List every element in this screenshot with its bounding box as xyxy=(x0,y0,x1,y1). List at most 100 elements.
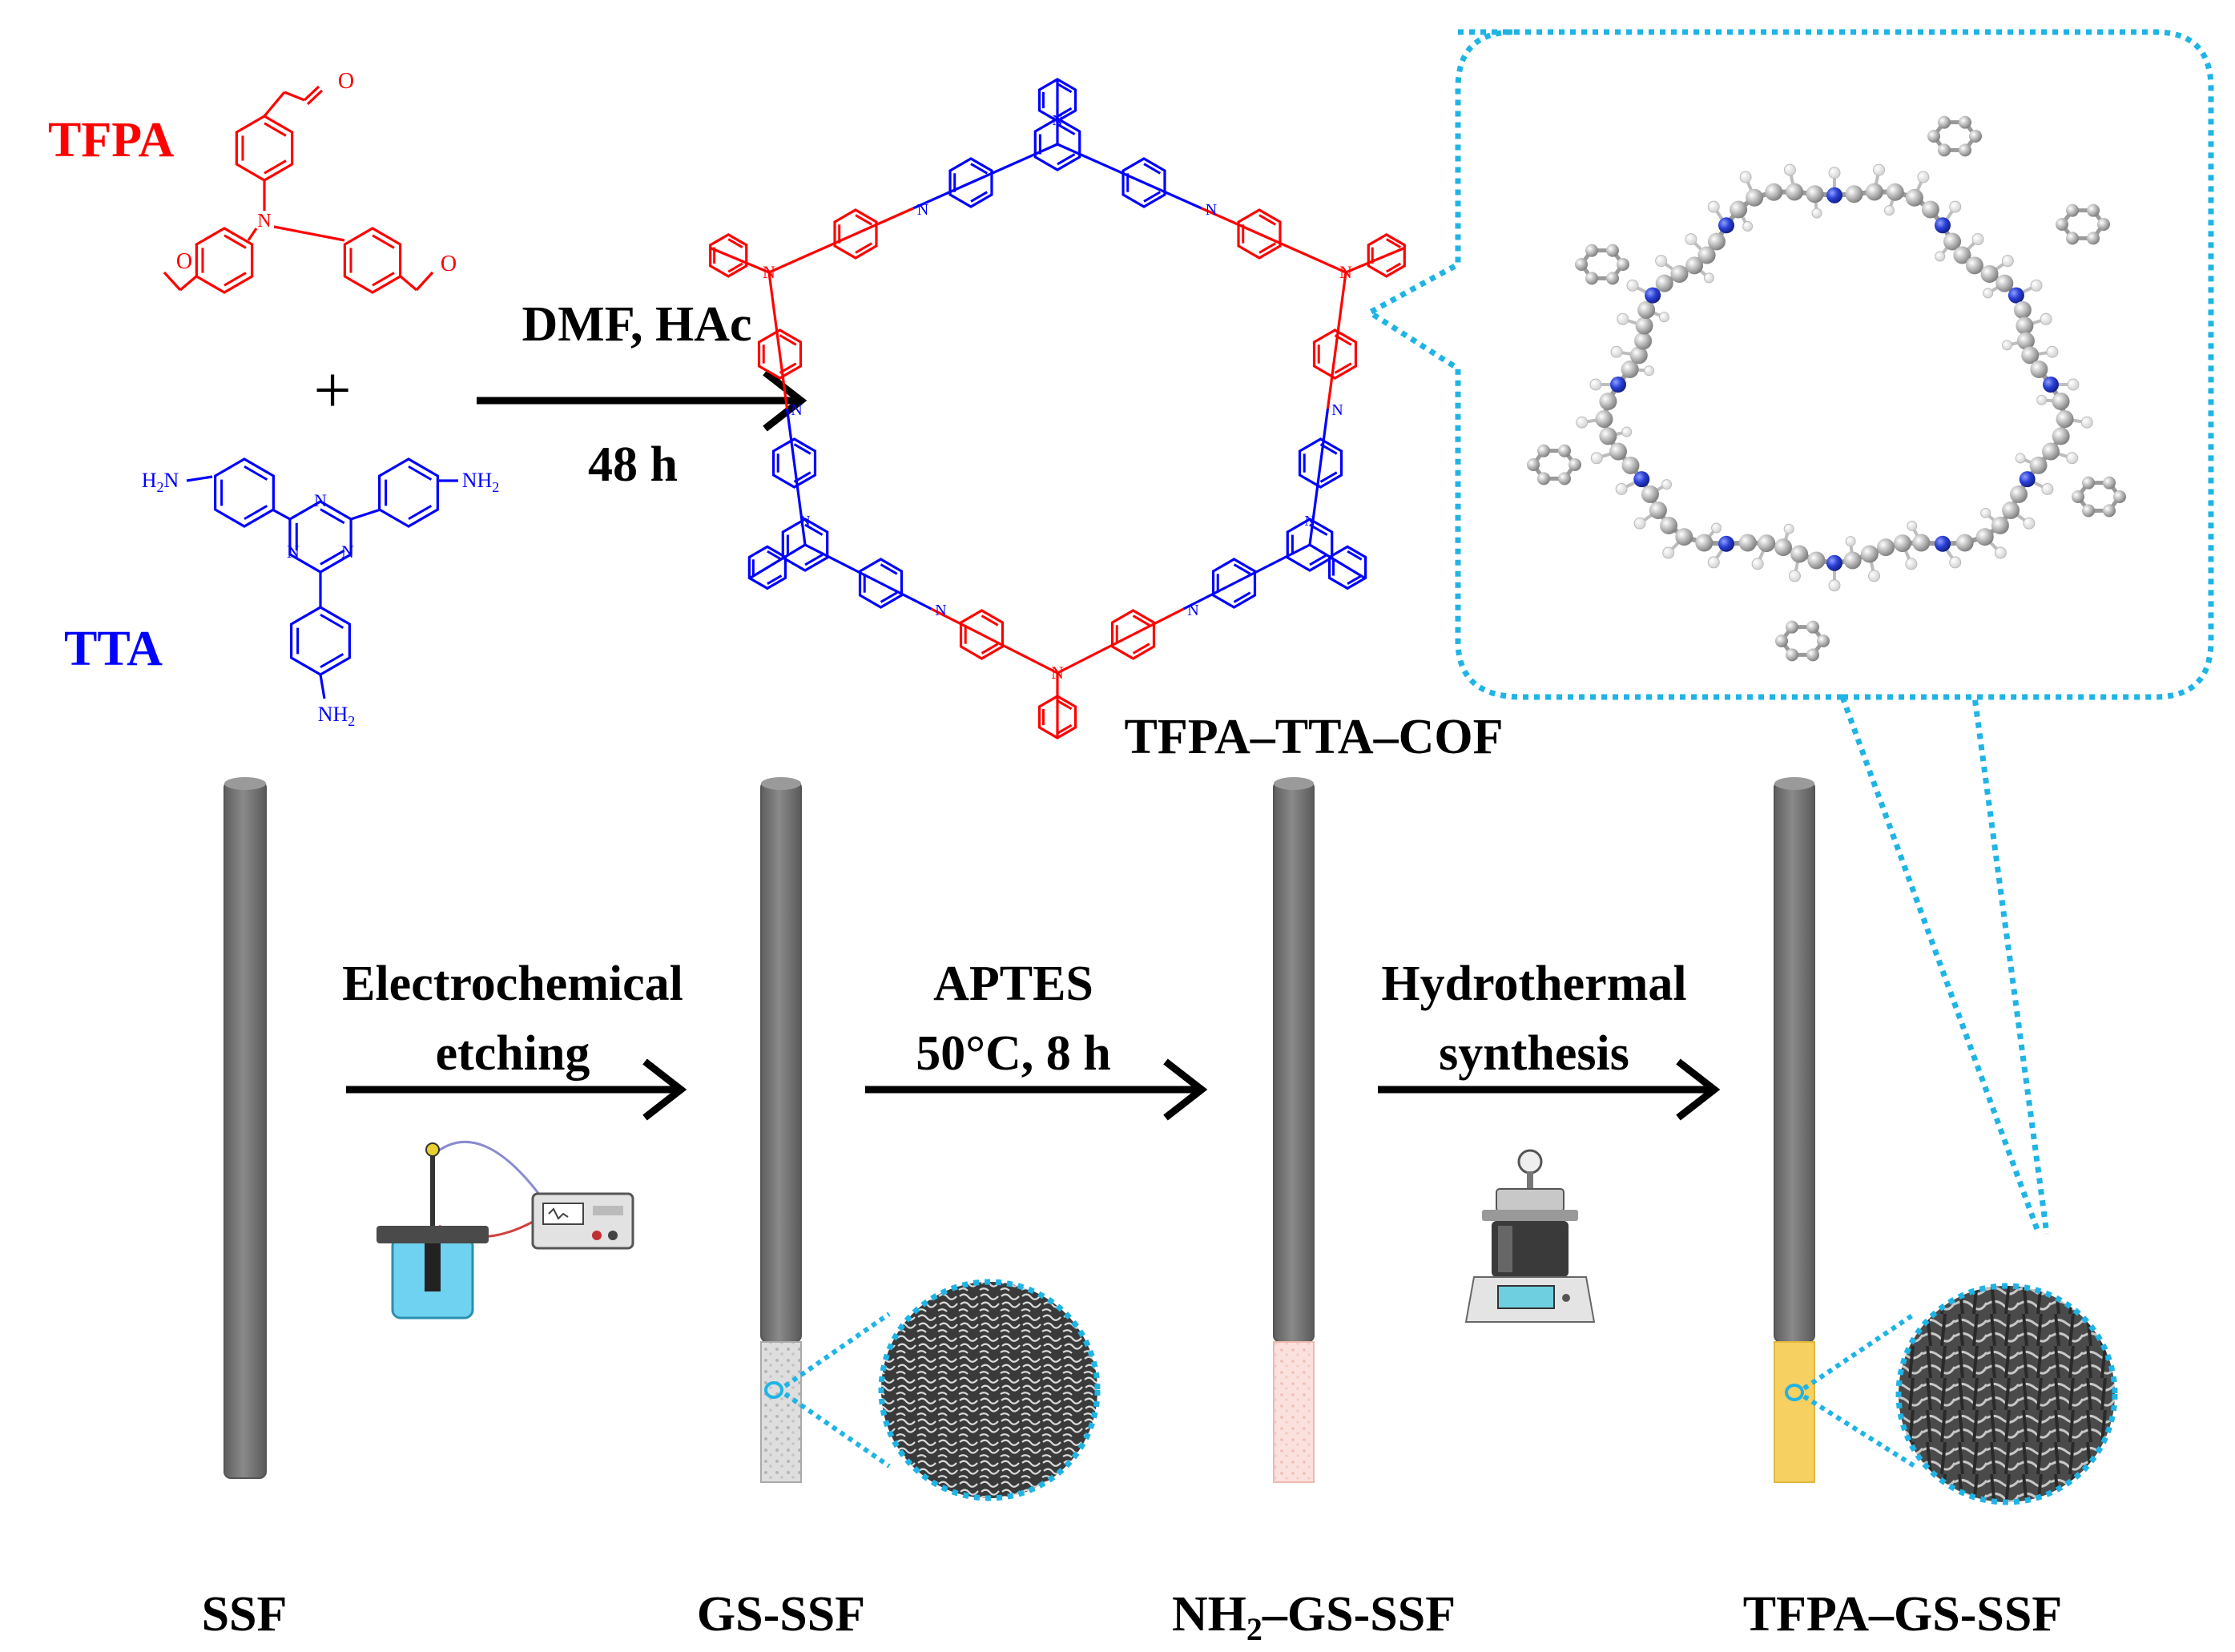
model-carbon-atom xyxy=(2002,501,2020,519)
bond xyxy=(804,543,882,585)
model-carbon-atom xyxy=(1843,551,1862,570)
double-bond xyxy=(320,613,344,629)
double-bond xyxy=(1233,591,1251,603)
model-carbon-atom xyxy=(1943,232,1962,251)
model-carbon-atom xyxy=(1959,143,1971,157)
cof-phenyl-ring xyxy=(1122,157,1166,208)
double-bond xyxy=(372,272,395,287)
bond xyxy=(350,508,381,521)
model-nitrogen-atom xyxy=(1935,217,1951,234)
step2-arrow-head xyxy=(1163,1058,1208,1121)
tta-ring-left xyxy=(214,457,275,528)
cof-phenyl-ring xyxy=(1237,208,1282,260)
double-bond xyxy=(224,272,247,287)
step3-label-line1: Hydrothermal xyxy=(1381,957,1686,1011)
tfpa-ring-right xyxy=(343,227,402,294)
model-carbon-atom xyxy=(1786,183,1804,201)
model-carbon-atom xyxy=(1806,648,1819,662)
model-carbon-atom xyxy=(1558,472,1571,486)
model-carbon-atom xyxy=(1758,534,1776,553)
gs-sem-image xyxy=(878,1279,1101,1501)
bond xyxy=(1143,181,1202,210)
model-carbon-atom xyxy=(2066,203,2079,217)
model-hydrogen-atom xyxy=(1742,221,1754,232)
tfpa-aldehyde-o-left: O xyxy=(176,249,192,274)
model-hydrogen-atom xyxy=(1685,233,1697,246)
model-hydrogen-atom xyxy=(1935,251,1946,262)
tfpa-ring-left xyxy=(195,227,254,294)
bond xyxy=(778,353,789,409)
model-hydrogen-atom xyxy=(2040,312,2052,325)
model-callout-pointer xyxy=(1839,695,2042,1235)
double-bond xyxy=(855,242,873,254)
model-carbon-atom xyxy=(1537,472,1550,486)
double-bond xyxy=(804,523,824,536)
bond xyxy=(1182,582,1235,610)
model-carbon-atom xyxy=(2052,393,2070,411)
double-bond xyxy=(793,443,811,455)
model-carbon-atom xyxy=(2029,456,2048,474)
model-hydrogen-atom xyxy=(1589,378,1602,391)
model-carbon-atom xyxy=(1707,232,1726,251)
cof-triazine-ring xyxy=(1033,117,1081,171)
model-nitrogen-atom xyxy=(1718,217,1734,234)
model-carbon-atom xyxy=(1527,458,1540,471)
double-bond xyxy=(1057,123,1076,135)
model-carbon-atom xyxy=(1637,300,1656,319)
model-carbon-atom xyxy=(1599,393,1617,411)
cof-imine-n: N xyxy=(935,602,946,619)
bond xyxy=(1345,246,1406,274)
model-nitrogen-atom xyxy=(1633,471,1650,488)
model-hydrogen-atom xyxy=(1788,570,1801,582)
model-hydrogen-atom xyxy=(1971,233,1984,246)
model-hydrogen-atom xyxy=(2015,453,2026,464)
bond xyxy=(163,271,182,292)
model-carbon-atom xyxy=(2013,300,2032,319)
model-carbon-atom xyxy=(1975,528,1994,546)
bond xyxy=(306,89,324,106)
fiber-nh2-gs-ssf xyxy=(1273,777,1315,1483)
model-carbon-atom xyxy=(1606,272,1619,285)
model-carbon-atom xyxy=(1955,534,1974,552)
tta-amine-right: NH2 xyxy=(462,469,500,495)
model-carbon-atom xyxy=(2016,332,2035,350)
model-carbon-atom xyxy=(1595,410,1613,429)
tfpa-label: TFPA xyxy=(48,113,174,167)
model-carbon-atom xyxy=(1807,551,1826,570)
cof-triazine-n: N xyxy=(1305,513,1315,529)
double-bond xyxy=(408,465,433,481)
bond xyxy=(1326,353,1337,409)
model-hydrogen-atom xyxy=(1905,558,1918,570)
electrochemical-cell-icon xyxy=(377,1141,634,1320)
double-bond xyxy=(880,591,898,603)
fiber-label-nh2-gs-ssf: NH2–GS-SSF xyxy=(1172,1587,1456,1647)
tfpa-aldehyde-o-top: O xyxy=(338,69,354,94)
bond xyxy=(1201,207,1260,236)
double-bond xyxy=(320,549,345,566)
cof-phenyl-ring xyxy=(833,208,878,260)
tta-triazine-n: N xyxy=(287,542,300,562)
model-carbon-atom xyxy=(2030,361,2048,379)
model-hydrogen-atom xyxy=(1994,546,2007,559)
double-bond xyxy=(1386,238,1402,249)
step2-label-line2: 50°C, 8 h xyxy=(916,1026,1111,1081)
tta-triazine-n: N xyxy=(314,490,327,510)
bond xyxy=(749,543,806,579)
double-bond xyxy=(804,554,824,566)
fiber-label-ssf: SSF xyxy=(202,1587,288,1642)
tfpa-ring-top xyxy=(235,115,294,182)
model-hydrogen-atom xyxy=(1703,272,1714,284)
cof-terminal-ring xyxy=(1367,232,1406,278)
cof-imine-n: N xyxy=(1187,602,1198,619)
double-bond xyxy=(779,334,797,346)
double-bond xyxy=(224,234,247,249)
model-carbon-atom xyxy=(1609,442,1628,461)
bond xyxy=(1258,232,1347,274)
model-carbon-atom xyxy=(1938,115,1951,129)
model-hydrogen-atom xyxy=(1845,536,1856,547)
model-carbon-atom xyxy=(1606,244,1619,257)
model-hydrogen-atom xyxy=(1751,558,1764,570)
model-hydrogen-atom xyxy=(1626,279,1639,292)
model-carbon-atom xyxy=(1775,635,1788,647)
